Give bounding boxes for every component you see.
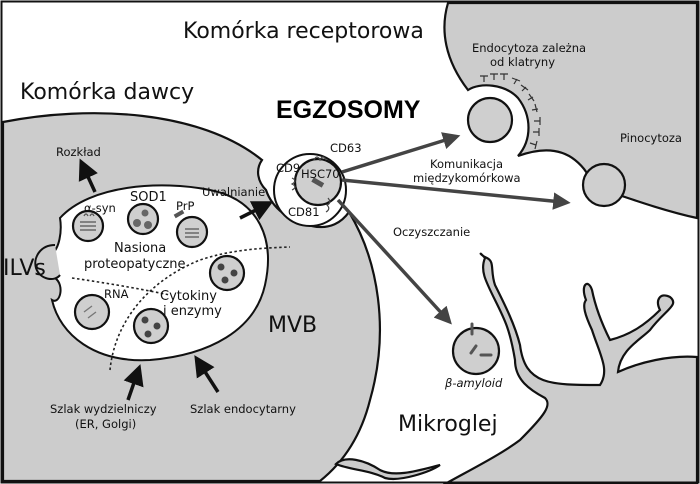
donor-cell-title: Komórka dawcy [20, 80, 194, 105]
release-arrow [239, 201, 274, 221]
degradation-label: Rozkład [56, 145, 101, 159]
communication-label-2: międzykomórkowa [413, 171, 521, 185]
asyn-fibrils [80, 213, 96, 231]
secretory-pathway-label-2: (ER, Golgi) [75, 417, 136, 431]
asyn-label: α-syn [84, 201, 116, 215]
sod1-label: SOD1 [130, 190, 167, 205]
clathrin-label-1: Endocytoza zależna [472, 41, 586, 55]
amyloid-label: β-amyloid [444, 376, 503, 390]
prp-vesicle [175, 215, 209, 249]
sod1-aggregates [133, 209, 152, 229]
clathrin-label-2: od klatryny [490, 55, 555, 69]
ilvs-label: ILVs [3, 256, 46, 281]
ilvs-bud [34, 244, 61, 281]
rna-strands [83, 305, 97, 319]
cytokines-label-2: i enzymy [163, 304, 222, 319]
pinocytosis-label: Pinocytoza [620, 131, 682, 145]
seeds-label-2: proteopatyczne [84, 257, 186, 272]
clathrin-coat [480, 73, 541, 150]
tetraspanin-markers [290, 156, 331, 213]
rna-vesicle [73, 293, 111, 331]
cytokine-vesicle [132, 307, 170, 345]
communication-arrow-1 [341, 132, 461, 174]
prp-fibrils [185, 228, 199, 238]
secretory-arrow [123, 364, 144, 401]
amyloid-vesicle [451, 326, 501, 376]
degradation-arrow [78, 158, 98, 193]
amyloid-fibrils [469, 322, 493, 357]
sod1-vesicle [126, 202, 160, 236]
prp-protein [173, 209, 185, 219]
cd81-label: CD81 [288, 205, 320, 219]
communication-label-1: Komunikacja [430, 157, 503, 171]
hsc70-label: HSC70 [301, 167, 340, 181]
dashed-divider [71, 277, 171, 296]
cytokines-label-1: Cytokiny [160, 289, 217, 304]
enzyme-dots [217, 263, 238, 284]
prp-label: PrP [176, 199, 194, 213]
secretory-pathway-label-1: Szlak wydzielniczy [50, 402, 157, 416]
receptor-cell-title: Komórka receptorowa [183, 19, 424, 44]
enzyme-vesicle [208, 254, 246, 292]
microglia-process [334, 458, 441, 480]
cd63-label: CD63 [330, 141, 362, 155]
hsc70-protein [311, 177, 325, 188]
mvb-label: MVB [268, 313, 317, 338]
communication-arrow-2 [341, 178, 571, 210]
pinocytosis-vesicle [581, 162, 627, 208]
endocytic-arrow [194, 355, 220, 393]
clearance-label: Oczyszczanie [393, 225, 470, 239]
endocytic-pathway-label: Szlak endocytarny [190, 402, 296, 416]
rna-label: RNA [104, 287, 129, 301]
exosomes-heading: EGZOSOMY [276, 96, 421, 124]
microglia-cell [442, 252, 699, 484]
cytokine-dots [141, 316, 161, 338]
clathrin-vesicle [466, 96, 514, 144]
microglia-label: Mikroglej [398, 412, 498, 437]
cd9-label: CD9 [276, 161, 300, 175]
clearance-arrow [336, 198, 452, 325]
release-label: Uwalnianie [202, 185, 265, 199]
seeds-label-1: Nasiona [114, 241, 166, 256]
